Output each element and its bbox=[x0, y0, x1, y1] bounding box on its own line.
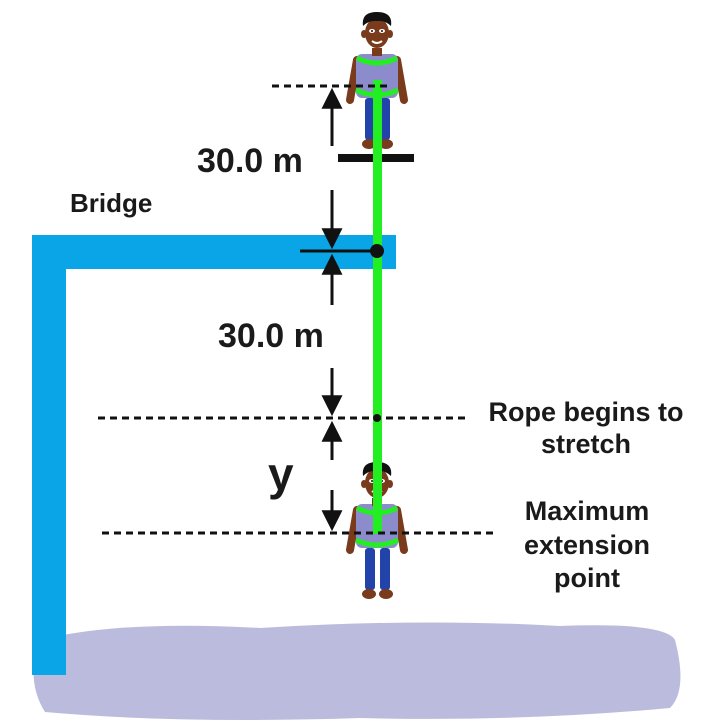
bridge-label: Bridge bbox=[70, 188, 152, 218]
y-variable-label: y bbox=[268, 448, 294, 500]
rope-stretch-label-line2: stretch bbox=[541, 429, 631, 459]
ground bbox=[33, 622, 681, 720]
bridge bbox=[32, 235, 396, 675]
rope-stretch-label-line1: Rope begins to bbox=[489, 397, 684, 427]
max-extension-label-line1: Maximum bbox=[525, 496, 650, 526]
lower-distance-label: 30.0 m bbox=[218, 317, 324, 355]
upper-distance-label: 30.0 m bbox=[197, 142, 303, 180]
max-extension-label-line3: point bbox=[554, 563, 620, 593]
max-extension-label-line2: extension bbox=[524, 530, 650, 560]
rope-anchor-point bbox=[370, 244, 384, 258]
bungee-rope bbox=[373, 80, 382, 534]
